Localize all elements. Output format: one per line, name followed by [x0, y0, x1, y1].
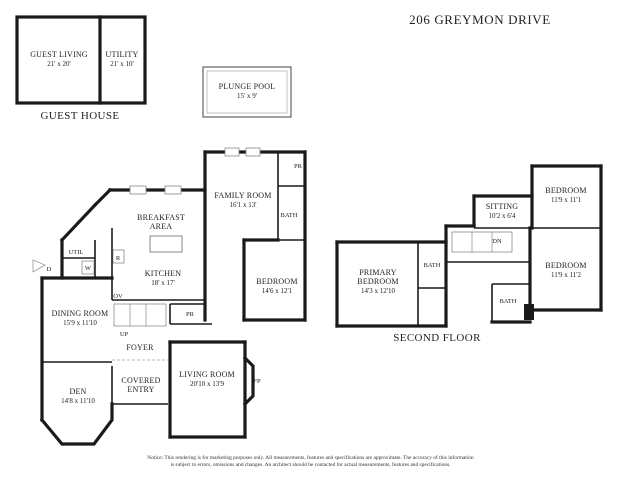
disclaimer-line-1: Notice: This rendering is for marketing … — [147, 455, 474, 461]
breakfast-label-2: AREA — [150, 222, 173, 231]
sitting-dim: 10'2 x 6'4 — [488, 212, 516, 220]
guest-house-label: GUEST HOUSE — [40, 110, 119, 122]
oven-label: OV — [113, 293, 123, 300]
bedroom-up2-dim: 11'9 x 11'2 — [551, 271, 582, 279]
family-room-label: FAMILY ROOM — [214, 191, 271, 200]
sitting-label: SITTING — [486, 202, 519, 211]
powder-room-top-label: PR — [294, 163, 303, 170]
breakfast-label-1: BREAKFAST — [137, 213, 185, 222]
primary-bedroom-label-1: PRIMARY — [359, 268, 396, 277]
covered-entry-label-2: ENTRY — [127, 385, 154, 394]
fireplace-label: FP — [253, 378, 261, 385]
foyer-label: FOYER — [126, 343, 154, 352]
utility-label: UTILITY — [106, 50, 139, 59]
den-dim: 14'8 x 11'10 — [61, 397, 95, 405]
utility-dim: 21' x 10' — [110, 60, 134, 68]
plunge-pool-label: PLUNGE POOL — [219, 82, 276, 91]
bedroom-up1-dim: 11'9 x 11'1 — [551, 196, 582, 204]
dryer-label: D — [47, 266, 52, 273]
bedroom-up1-label: BEDROOM — [545, 186, 586, 195]
disclaimer-line-2: is subject to errors, omissions and chan… — [170, 462, 451, 468]
guest-living-dim: 21' x 20' — [47, 60, 71, 68]
primary-bedroom-dim: 14'3 x 12'10 — [361, 287, 396, 295]
plunge-pool-dim: 15' x 9' — [237, 92, 257, 100]
first-floor: PR BATH FAMILY ROOM 16'1 x 13' BEDROOM 1… — [32, 147, 307, 446]
living-room-dim: 20'10 x 13'9 — [190, 380, 225, 388]
guest-living-label: GUEST LIVING — [30, 50, 88, 59]
den-label: DEN — [69, 387, 86, 396]
stairs-down-label: DN — [492, 238, 502, 245]
bedroom-up2-label: BEDROOM — [545, 261, 586, 270]
dining-room-dim: 15'9 x 11'10 — [63, 319, 97, 327]
guest-house: GUEST LIVING 21' x 20' UTILITY 21' x 10'… — [15, 15, 147, 122]
dining-room-label: DINING ROOM — [52, 309, 109, 318]
property-title: 206 GREYMON DRIVE — [409, 12, 551, 27]
primary-bath-label: BATH — [424, 262, 441, 269]
kitchen-dim: 18' x 17' — [151, 279, 175, 287]
primary-bedroom-label-2: BEDROOM — [357, 277, 398, 286]
second-floor: PRIMARY BEDROOM 14'3 x 12'10 BATH DN SIT… — [335, 164, 603, 344]
plunge-pool: PLUNGE POOL 15' x 9' — [202, 66, 292, 118]
family-bath-label: BATH — [281, 212, 298, 219]
bedroom-main-label: BEDROOM — [256, 277, 297, 286]
covered-entry-label-1: COVERED — [121, 376, 160, 385]
stairs-up-label: UP — [120, 331, 129, 338]
refrigerator-label: R — [116, 255, 121, 262]
disclaimer-notice: Notice: This rendering is for marketing … — [100, 455, 521, 469]
second-floor-label: SECOND FLOOR — [393, 332, 481, 344]
family-room-dim: 16'1 x 13' — [229, 201, 256, 209]
second-bath-label: BATH — [500, 298, 517, 305]
powder-room-foyer-label: PR — [186, 311, 195, 318]
living-room-label: LIVING ROOM — [179, 370, 235, 379]
bedroom-main-dim: 14'6 x 12'1 — [262, 287, 293, 295]
washer-label: W — [85, 265, 92, 272]
kitchen-label: KITCHEN — [145, 269, 182, 278]
util-label: UTIL — [69, 249, 84, 256]
